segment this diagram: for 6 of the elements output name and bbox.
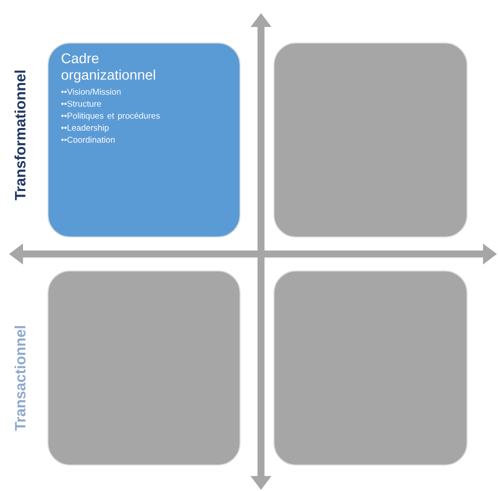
- axis-label: Transformationnel: [14, 70, 26, 200]
- quadrant-box: [274, 270, 468, 466]
- axis-label: Transactionnel: [14, 326, 26, 431]
- text-box: Cadre organizationnel ••Vision/Mission ••Structure ••Politiques et procédures ••Leadership ••Coordination: [48, 42, 240, 238]
- quadrant-box: [48, 270, 240, 466]
- quadrant-box: [274, 42, 468, 238]
